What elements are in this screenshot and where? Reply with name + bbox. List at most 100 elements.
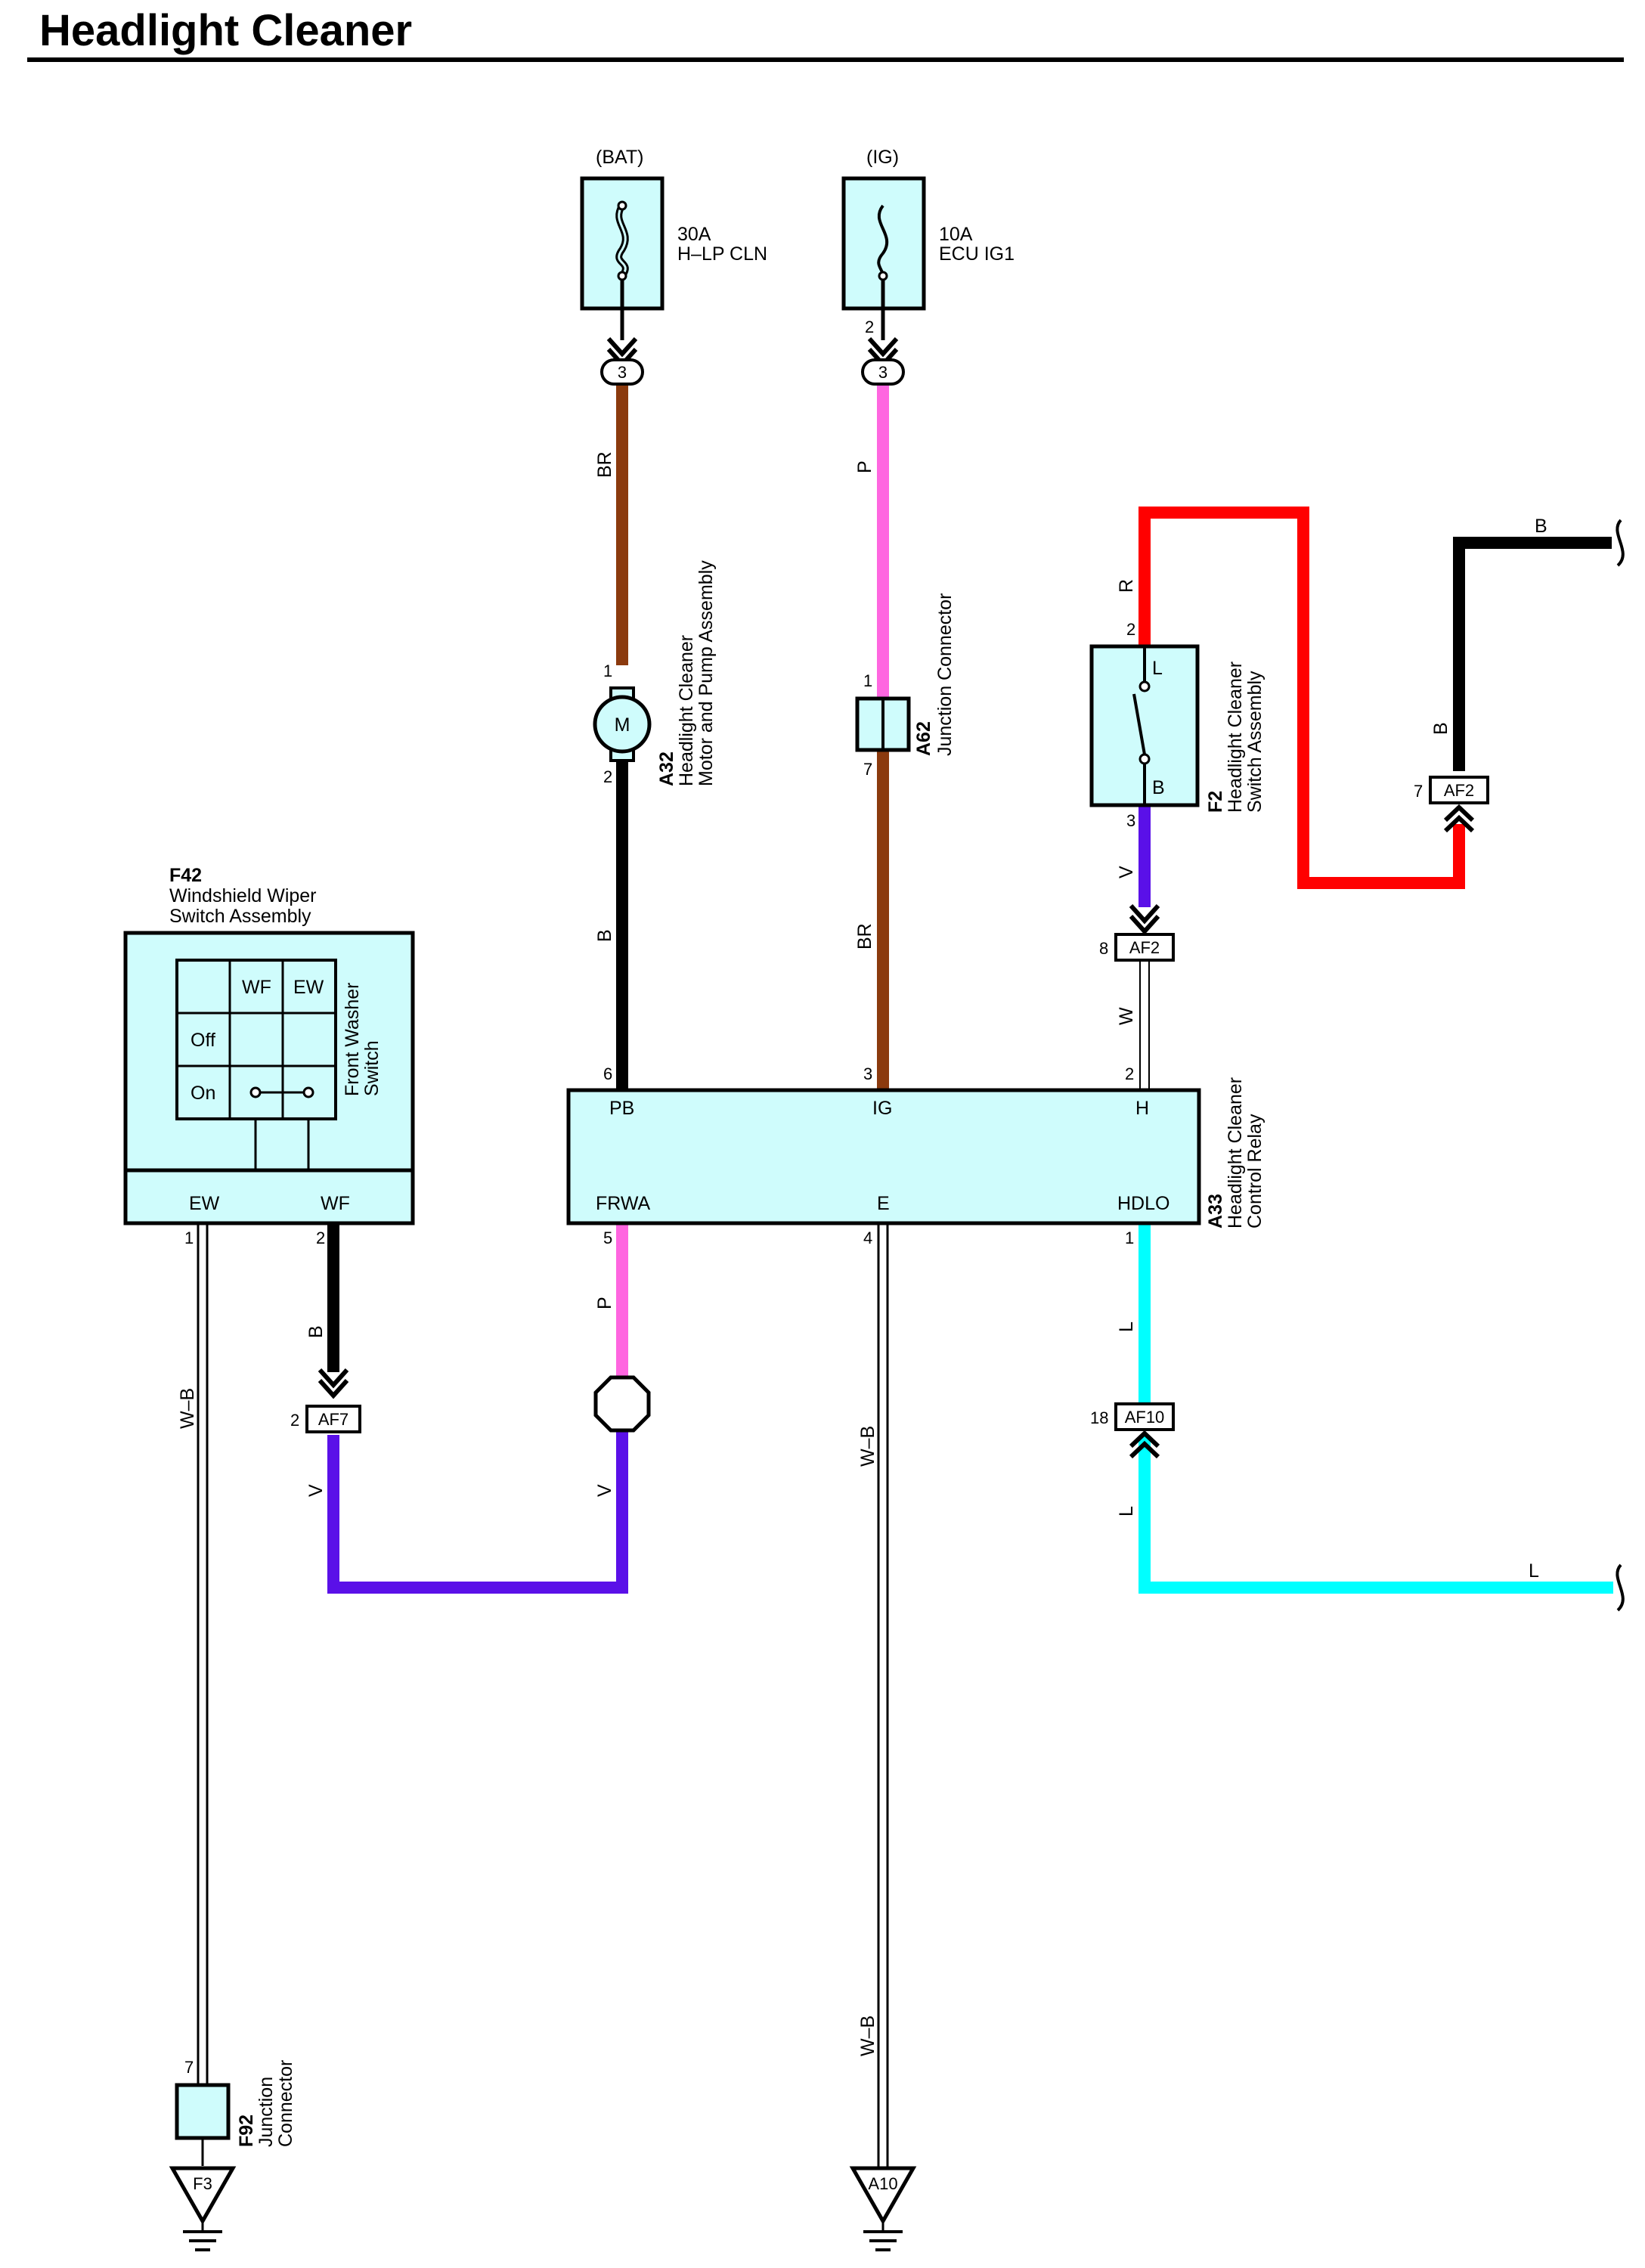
junction-3-left: 3 [600, 336, 644, 386]
pin-af10-18: 18 [1090, 1408, 1108, 1427]
wire-r-loop [1138, 507, 1465, 889]
a32-name-1: Headlight Cleaner [676, 635, 697, 786]
pin-f92-7: 7 [184, 2058, 194, 2077]
ground-a10-label: A10 [868, 2174, 897, 2193]
f42-side-1: Front Washer [342, 982, 363, 1096]
a62-code: A62 [913, 721, 934, 756]
connector-af7: AF7 2 [290, 1368, 361, 1433]
f42-name-1: Windshield Wiper [169, 885, 317, 906]
pin-fuse-ecu-2: 2 [865, 318, 874, 336]
f92-code: F92 [236, 2115, 257, 2147]
wl-br-top: BR [594, 451, 615, 478]
a32-name-2: Motor and Pump Assembly [695, 560, 717, 786]
switch-f2-contact-l: L [1152, 658, 1163, 679]
f42-term-wf: WF [321, 1193, 350, 1214]
f2-code: F2 [1205, 791, 1226, 813]
pin-a33-1: 1 [1125, 1228, 1134, 1247]
switch-f2-blade [1132, 693, 1146, 755]
wl-b-wf: B [305, 1325, 327, 1338]
switch-f2: L B 2 3 F2 Headlight Cleaner Switch Asse… [1089, 620, 1266, 830]
splice-octagon [593, 1375, 651, 1433]
fuse-hlp-name: H–LP CLN [677, 243, 767, 265]
switch-f42: F42 Windshield Wiper Switch Assembly WF … [123, 865, 415, 1247]
wl-b-right-top: B [1535, 516, 1547, 537]
wl-v-f2: V [1116, 866, 1137, 878]
wl-br-a62: BR [854, 923, 875, 950]
page-title: Headlight Cleaner [39, 6, 412, 55]
f92-name-2: Connector [275, 2060, 296, 2147]
junction-a62: 1 7 A62 Junction Connector [855, 593, 956, 779]
wl-b-a32: B [594, 929, 615, 942]
f42-col-ew: EW [293, 977, 324, 998]
fuse-ecu-ig1: (IG) 10A ECU IG1 2 [841, 147, 1015, 340]
connector-af10-label: AF10 [1125, 1408, 1165, 1427]
f42-code: F42 [169, 865, 202, 886]
pin-a33-2: 2 [1125, 1064, 1134, 1083]
source-bat-label: (BAT) [596, 147, 643, 168]
pin-af2-7: 7 [1414, 782, 1423, 801]
connector-af7-label: AF7 [318, 1410, 349, 1429]
wl-r: R [1116, 579, 1137, 593]
connector-af2-mid-label: AF2 [1129, 938, 1160, 957]
pin-f2-3: 3 [1126, 811, 1135, 830]
junction-3-right: 3 [861, 336, 905, 386]
pin-a62-1: 1 [863, 671, 872, 690]
pin-a33-5: 5 [603, 1228, 612, 1247]
a32-code: A32 [656, 751, 677, 786]
pin-f42-1: 1 [184, 1228, 194, 1247]
a62-name-1: Junction Connector [934, 593, 956, 756]
f42-row-on: On [191, 1083, 215, 1104]
source-ig-label: (IG) [866, 147, 899, 168]
pin-f42-2: 2 [316, 1228, 325, 1247]
wl-wb-left: W–B [177, 1388, 198, 1429]
wire-l-af10 [1138, 1436, 1613, 1594]
a33-name-2: Control Relay [1244, 1114, 1266, 1228]
f42-col-wf: WF [242, 977, 271, 998]
wire-v-loop [327, 1430, 628, 1594]
fuse-ecu-rating: 10A [939, 224, 973, 245]
connector-af2-top-label: AF2 [1444, 781, 1474, 800]
pin-a62-7: 7 [863, 760, 872, 779]
fuse-ecu-name: ECU IG1 [939, 243, 1015, 265]
switch-f2-contact-b: B [1152, 777, 1165, 798]
motor-m-symbol [593, 695, 652, 754]
wire-break-bottom [1616, 1563, 1625, 1612]
wl-b-right-mid: B [1430, 722, 1451, 735]
wl-p-top: P [854, 460, 875, 473]
wl-wb-mid: W–B [857, 1426, 878, 1467]
relay-term-e: E [877, 1193, 890, 1214]
wires [197, 384, 1613, 2168]
junction-3-left-label: 3 [618, 363, 627, 382]
wl-l-right: L [1529, 1560, 1539, 1582]
wl-p-frwa: P [594, 1297, 615, 1309]
wire-break-top [1616, 519, 1625, 567]
relay-term-h: H [1135, 1098, 1149, 1119]
motor-m-letter: M [615, 714, 630, 736]
pin-a33-6: 6 [603, 1064, 612, 1083]
connector-af2-top: AF2 7 [1414, 776, 1489, 833]
wl-l-upper: L [1116, 1321, 1137, 1332]
a33-name-1: Headlight Cleaner [1225, 1077, 1246, 1228]
f2-name-1: Headlight Cleaner [1225, 662, 1246, 813]
a33-code: A33 [1205, 1194, 1226, 1228]
pin-af2-8: 8 [1099, 939, 1108, 958]
wl-l-lower: L [1116, 1506, 1137, 1517]
junction-f92: 7 F92 Junction Connector [175, 2058, 296, 2147]
connector-af10: AF10 18 [1090, 1402, 1175, 1459]
f42-side-2: Switch [361, 1040, 383, 1096]
pin-a32-1: 1 [603, 662, 612, 680]
f42-row-off: Off [191, 1030, 215, 1051]
fuse-ecu-element [877, 204, 889, 277]
wl-wb-low: W–B [857, 2015, 878, 2056]
connector-af2-mid: AF2 8 [1099, 903, 1175, 962]
f2-name-2: Switch Assembly [1244, 671, 1266, 813]
junction-3-right-label: 3 [878, 363, 888, 382]
motor-a32: M 1 2 A32 Headlight Cleaner Motor and Pu… [593, 560, 717, 786]
wire-labels: BR P R B B B BR V W P V B V W–B W–B W–B … [177, 451, 1547, 2056]
pin-a33-3: 3 [863, 1064, 872, 1083]
pin-af7-2: 2 [290, 1411, 299, 1430]
relay-term-hdlo: HDLO [1117, 1193, 1169, 1214]
pin-a33-4: 4 [863, 1228, 872, 1247]
wl-v-af7: V [305, 1484, 327, 1497]
